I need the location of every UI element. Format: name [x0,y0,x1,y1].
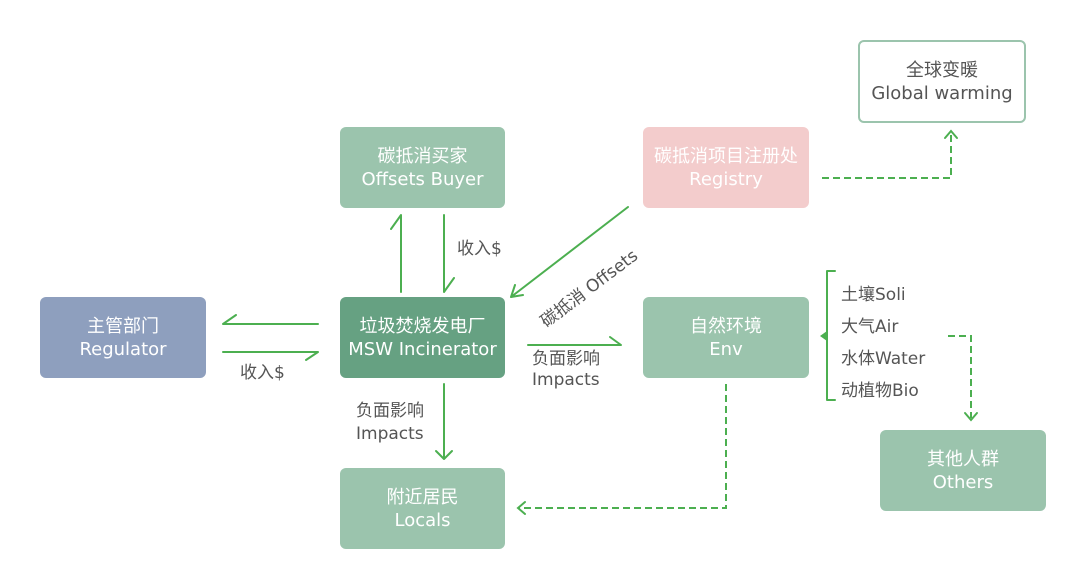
node-registry-zh: 碳抵消项目注册处 [654,145,798,167]
node-regulator: 主管部门 Regulator [40,297,206,378]
node-env-en: Env [709,338,743,360]
label-locals-impacts-zh: 负面影响 [356,401,424,421]
node-offsets-buyer: 碳抵消买家 Offsets Buyer [340,127,505,208]
node-env: 自然环境 Env [643,297,809,378]
arrow-buyer-income-to-incinerator [443,214,455,293]
arrow-regulator-income-to-incinerator [222,351,319,361]
dashed-arrow-env-to-locals [519,384,727,509]
arrow-incinerator-to-buyer [390,214,402,293]
label-buyer-income: 收入$ [457,239,502,259]
arrow-registry-offsets-to-incinerator [510,206,629,298]
arrow-incinerator-to-regulator [222,314,319,325]
node-registry-en: Registry [689,168,763,190]
env-components-list: 土壤Soli 大气Air 水体Water 动植物Bio [841,279,925,407]
node-locals: 附近居民 Locals [340,468,505,549]
arrow-incinerator-impacts-to-locals [435,383,453,460]
label-regulator-income: 收入$ [240,363,285,383]
env-component-water: 水体Water [841,349,926,369]
dashed-arrowhead-others [964,412,978,422]
label-locals-impacts: 负面影响 Impacts [356,400,424,446]
node-regulator-zh: 主管部门 [87,315,159,337]
node-registry: 碳抵消项目注册处 Registry [643,127,809,208]
node-others: 其他人群 Others [880,430,1046,511]
node-locals-en: Locals [394,509,451,531]
arrow-incinerator-impacts-to-env [527,336,622,346]
dashed-arrow-env-components-to-others [948,335,972,418]
node-others-en: Others [932,471,994,493]
env-component-soil: 土壤Soli [841,285,906,305]
node-global-warming-zh: 全球变暖 [906,59,978,81]
dashed-arrowhead-global-warming [944,129,958,139]
dashed-arrowhead-locals [516,501,526,515]
label-env-impacts-en: Impacts [532,370,600,390]
bracket-pointer [820,331,827,341]
env-component-bio: 动植物Bio [841,381,919,401]
label-env-impacts-zh: 负面影响 [532,349,600,369]
node-global-warming-en: Global warming [871,82,1013,104]
env-component-air: 大气Air [841,317,899,337]
node-others-zh: 其他人群 [927,448,999,470]
node-regulator-en: Regulator [79,338,167,360]
node-incinerator: 垃圾焚烧发电厂 MSW Incinerator [340,297,505,378]
node-global-warming: 全球变暖 Global warming [858,40,1026,123]
dashed-arrow-registry-to-global-warming [822,133,952,179]
node-incinerator-en: MSW Incinerator [348,338,497,360]
label-locals-impacts-en: Impacts [356,424,424,444]
env-components-bracket [826,270,836,401]
node-offsets-buyer-zh: 碳抵消买家 [377,145,468,167]
node-offsets-buyer-en: Offsets Buyer [361,168,484,190]
node-locals-zh: 附近居民 [386,486,459,508]
node-incinerator-zh: 垃圾焚烧发电厂 [359,315,486,337]
node-env-zh: 自然环境 [690,315,762,337]
label-env-impacts: 负面影响 Impacts [532,349,600,391]
